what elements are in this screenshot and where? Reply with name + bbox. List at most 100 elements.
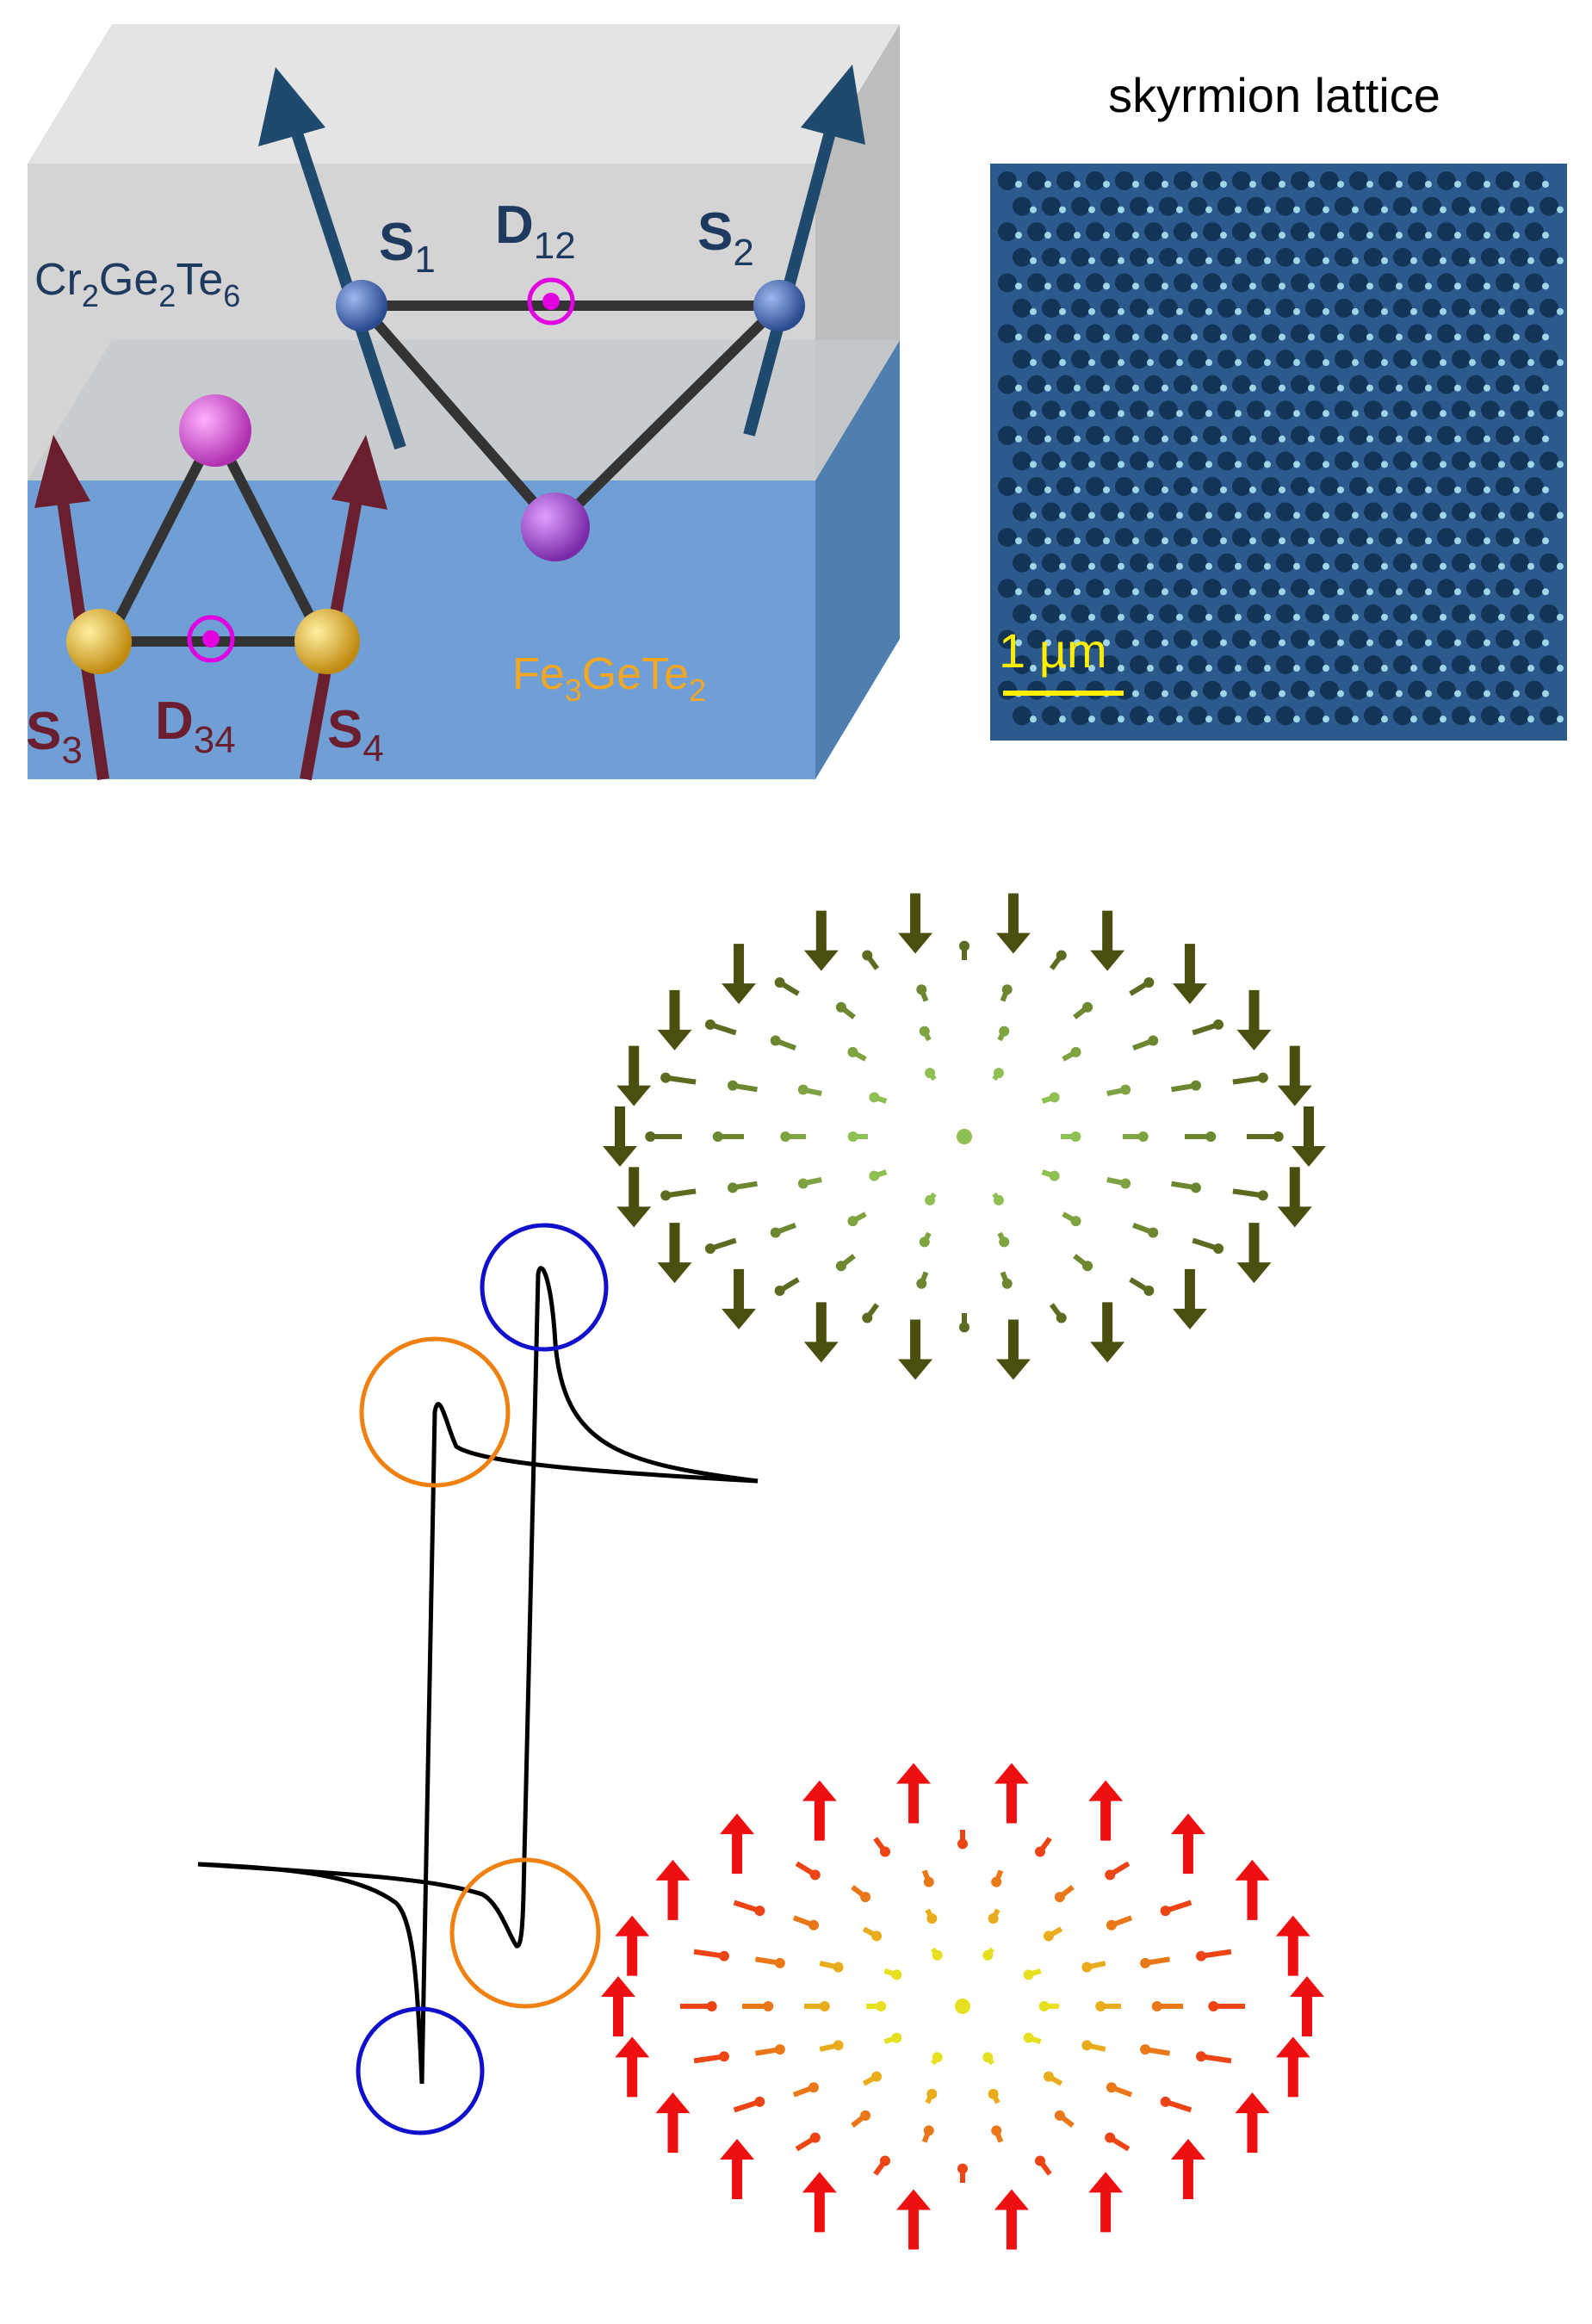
spin-arrow [919, 988, 929, 1002]
skyrmion-dot [1159, 706, 1178, 726]
skyrmion-dot [1525, 425, 1544, 445]
spin-arrow [732, 1082, 758, 1093]
skyrmion-dot [1115, 171, 1134, 190]
skyrmion-dot-highlight [1220, 486, 1227, 493]
skyrmion-dot-highlight [1293, 511, 1300, 519]
spin-arrow [1106, 1087, 1126, 1097]
skyrmion-dot [1027, 375, 1046, 394]
skyrmion-dot-highlight [1513, 486, 1520, 493]
skyrmion-dot [998, 273, 1017, 293]
skyrmion-dot-highlight [1249, 232, 1256, 239]
skyrmion-dot-highlight [1030, 307, 1037, 315]
skyrmion-dot-highlight [1337, 537, 1344, 545]
skyrmion-dot [1247, 502, 1266, 522]
skyrmion-dot [1422, 196, 1441, 216]
skyrmion-dot-highlight [1044, 232, 1051, 239]
skyrmion-dot [998, 680, 1017, 700]
spin-arrow [754, 1956, 781, 1966]
spin-arrow [1062, 1050, 1078, 1062]
skyrmion-dot [1452, 400, 1471, 420]
skyrmion-dot-highlight [1264, 613, 1271, 621]
skyrmion-dot [1100, 298, 1119, 318]
skyrmion-dot-highlight [1352, 257, 1359, 264]
skyrmion-dot [1496, 528, 1515, 548]
skyrmion-dot-highlight [1293, 665, 1300, 672]
skyrmion-dot [1144, 222, 1163, 242]
skyrmion-dot [1466, 680, 1485, 700]
skyrmion-dot [1378, 629, 1397, 649]
skyrmion-dot [1188, 400, 1207, 420]
skyrmion-dot-highlight [1220, 639, 1227, 647]
spin-arrow [1058, 2113, 1075, 2128]
skyrmion-dot-highlight [1015, 435, 1022, 443]
bottom-layer-formula: Fe3GeTe2 [512, 649, 706, 708]
spin-arrow [795, 1861, 817, 1877]
skyrmion-dot [1437, 629, 1456, 649]
spin-arrow [1058, 1885, 1075, 1899]
spin-arrow [1170, 1813, 1205, 1875]
skyrmion-dot [1305, 451, 1324, 471]
skyrmion-dot-highlight [1088, 461, 1095, 468]
skyrmion-dot [1408, 579, 1427, 598]
skyrmion-dot [1130, 451, 1149, 471]
orange-circle-top [359, 1336, 511, 1488]
spin-arrow [994, 1763, 1029, 1824]
skyrmion-dot [1364, 400, 1383, 420]
skyrmion-dot-highlight [1440, 461, 1446, 468]
skyrmion-dot [1188, 655, 1207, 675]
skyrmion-dot-highlight [1044, 639, 1051, 647]
skyrmion-dot [998, 425, 1017, 445]
skyrmion-dot-highlight [1381, 359, 1388, 367]
skyrmion-dot-highlight [1498, 511, 1505, 519]
skyrmion-dot [1422, 350, 1441, 369]
top-layer-formula: Cr2Ge2Te6 [34, 255, 240, 313]
skyrmion-dot-highlight [1498, 716, 1505, 723]
skyrmion-dot-highlight [1323, 562, 1329, 570]
skyrmion-dot [1159, 350, 1178, 369]
skyrmion-dot [1100, 706, 1119, 726]
skyrmion-dot [1027, 273, 1046, 293]
skyrmion-dot-highlight [1220, 333, 1227, 341]
skyrmion-dot-highlight [1396, 639, 1403, 647]
skyrmion-dot-highlight [1293, 307, 1300, 315]
skyrmion-dot [1013, 502, 1031, 522]
label-d34: D34 [155, 691, 236, 761]
skyrmion-dot [1539, 604, 1558, 623]
skyrmion-dot-highlight [1352, 511, 1359, 519]
skyrmion-dot-highlight [1484, 282, 1490, 290]
skyrmion-dot [1496, 425, 1515, 445]
spin-arrow [873, 1094, 888, 1104]
skyrmion-dot [1320, 680, 1339, 700]
skyrmion-dot-highlight [1323, 257, 1329, 264]
skyrmion-dot-highlight [1088, 206, 1095, 214]
spin-arrow [1170, 2138, 1205, 2199]
skyrmion-dot-highlight [1249, 690, 1256, 697]
spin-arrow [1171, 1082, 1197, 1093]
skyrmion-dot-highlight [1088, 410, 1095, 418]
skyrmion-dot-highlight [1176, 257, 1183, 264]
skyrmion-dot [1364, 350, 1383, 369]
skyrmion-dot-highlight [1513, 333, 1520, 341]
skyrmion-dot [998, 171, 1017, 190]
skyrmion-dot [1056, 629, 1075, 649]
skyrmion-dot-highlight [1557, 410, 1564, 418]
skyrmion-dot [1466, 222, 1485, 242]
skyrmion-dot-highlight [1396, 333, 1403, 341]
skyrmion-dot [1335, 502, 1354, 522]
spin-arrow [603, 1106, 637, 1167]
skyrmion-dot-highlight [1396, 384, 1403, 392]
skyrmion-dot [1261, 528, 1280, 548]
skyrmion-dot [1466, 528, 1485, 548]
skyrmion-dot [1188, 706, 1207, 726]
skyrmion-dot-highlight [1337, 435, 1344, 443]
skyrmion-dot [1525, 222, 1544, 242]
skyrmion-dot [1393, 247, 1412, 267]
skyrmion-dot [1188, 502, 1207, 522]
skyrmion-dot-highlight [1147, 307, 1154, 315]
label-s3: S3 [26, 702, 83, 772]
skyrmion-dot [1320, 425, 1339, 445]
skyrmion-dot-highlight [1279, 232, 1285, 239]
skyrmion-dot-highlight [1103, 537, 1110, 545]
spin-arrow [1144, 1956, 1171, 1966]
